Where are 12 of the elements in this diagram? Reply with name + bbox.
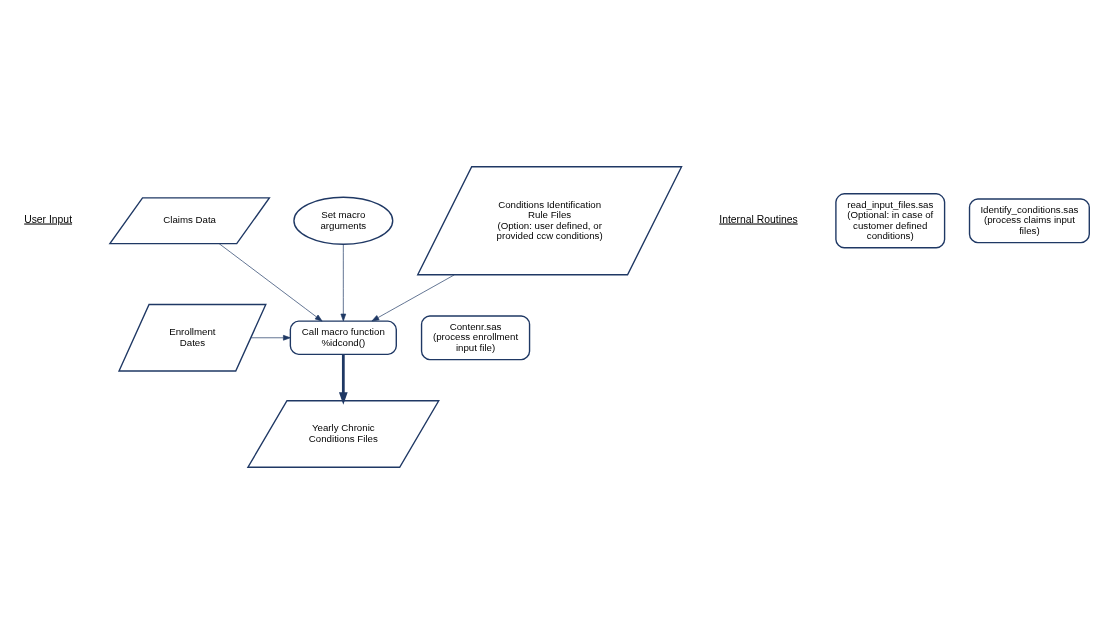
node-box: Contenr.sas (process enrollment input file) (420, 314, 531, 360)
arrow (340, 243, 347, 321)
arrow (218, 242, 323, 321)
node-ellipse: Set macro arguments (293, 196, 394, 245)
arrow (250, 334, 291, 341)
arrow (371, 274, 455, 321)
node-box: Identify_conditions.sas (process claims input files) (968, 197, 1090, 243)
label: Internal Routines (719, 213, 798, 224)
arrow (338, 354, 348, 405)
node-box: Call macro function %idcond() (289, 319, 397, 355)
node-box: read_input_files.sas (Optional: in case of customer defined conditions) (835, 192, 946, 248)
label: User Input (24, 213, 73, 224)
